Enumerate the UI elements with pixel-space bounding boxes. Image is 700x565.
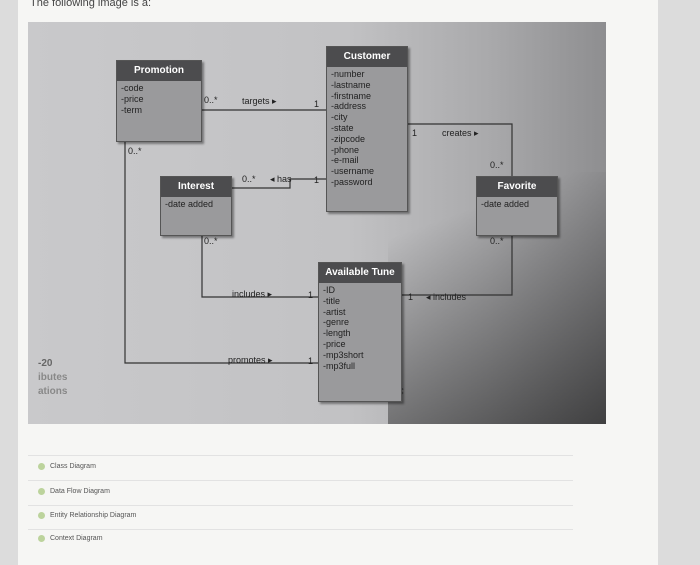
sidebar-text-3: ations	[38, 386, 68, 397]
divider	[28, 505, 573, 506]
includes-interest-line	[201, 234, 318, 298]
includes-interest-source-multiplicity: 0..*	[204, 236, 218, 246]
attribute: -phone	[331, 144, 360, 155]
includes-favorite-label: ◂ includes	[426, 292, 467, 302]
class-promotion-name: Promotion	[117, 61, 201, 81]
class-promotion-attributes: -code -price -term	[117, 81, 201, 117]
targets-label: targets ▸	[242, 96, 277, 106]
option-label-4[interactable]: Context Diagram	[50, 535, 103, 542]
sidebar-text-2: ibutes	[38, 372, 68, 383]
option-radio-3[interactable]	[38, 512, 45, 519]
class-available-tune-attributes: -ID -title -artist -genre -length -price…	[319, 283, 401, 373]
class-favorite-attributes: -date added	[477, 197, 557, 212]
class-available-tune: Available Tune -ID -title -artist -genre…	[318, 262, 402, 402]
promotes-target-multiplicity: 1	[308, 356, 314, 366]
attribute: -state	[331, 122, 354, 133]
class-interest: Interest -date added	[160, 176, 232, 236]
attribute: -lastname	[331, 79, 371, 90]
attribute: -number	[331, 69, 365, 79]
attribute: -city	[331, 112, 348, 123]
includes-favorite-line	[400, 235, 513, 296]
option-radio-1[interactable]	[38, 463, 45, 470]
attribute: -address	[331, 101, 367, 112]
class-favorite-name: Favorite	[477, 177, 557, 197]
has-source-multiplicity: 0..*	[242, 174, 256, 184]
targets-source-multiplicity: 0..*	[204, 95, 218, 105]
class-customer-name: Customer	[327, 47, 407, 67]
diagram-photo: Promotion -code -price -term Customer -n…	[28, 22, 606, 424]
has-label: ◂ has	[270, 174, 292, 184]
attribute: -artist	[323, 306, 346, 317]
attribute: -zipcode	[331, 133, 366, 144]
has-line	[220, 178, 326, 189]
has-target-multiplicity: 1	[314, 175, 320, 185]
class-favorite: Favorite -date added	[476, 176, 558, 236]
attribute: -title	[323, 295, 341, 306]
class-available-tune-name: Available Tune	[319, 263, 401, 283]
attribute: -code	[121, 83, 144, 93]
option-radio-4[interactable]	[38, 535, 45, 542]
attribute: -password	[331, 176, 373, 187]
includes-interest-label: includes ▸	[232, 289, 273, 299]
attribute: -username	[331, 166, 375, 177]
divider	[28, 455, 573, 456]
class-promotion: Promotion -code -price -term	[116, 60, 202, 142]
attribute: -ID	[323, 285, 335, 295]
option-label-3[interactable]: Entity Relationship Diagram	[50, 512, 137, 519]
sidebar-text-1: -20	[38, 358, 53, 369]
class-interest-name: Interest	[161, 177, 231, 197]
creates-line	[408, 123, 513, 176]
promotes-line	[124, 140, 318, 364]
creates-target-multiplicity: 0..*	[490, 160, 504, 170]
attribute: -price	[323, 338, 346, 349]
includes-favorite-target-multiplicity: 1	[408, 292, 414, 302]
attribute: -term	[121, 104, 142, 115]
divider	[28, 480, 573, 481]
question-text: The following image is a:	[30, 0, 152, 9]
includes-interest-target-multiplicity: 1	[308, 290, 314, 300]
attribute: -mp3full	[323, 360, 356, 371]
creates-source-multiplicity: 1	[412, 128, 418, 138]
class-customer-attributes: -number -lastname -firstname -address -c…	[327, 67, 407, 190]
attribute: -price	[121, 93, 144, 104]
attribute: -genre	[323, 317, 350, 328]
attribute: -e-mail	[331, 155, 359, 166]
attribute: -date added	[481, 199, 530, 209]
option-label-2[interactable]: Data Flow Diagram	[50, 488, 110, 495]
creates-label: creates ▸	[442, 128, 479, 138]
attribute: -mp3short	[323, 349, 364, 360]
class-customer: Customer -number -lastname -firstname -a…	[326, 46, 408, 212]
divider	[28, 529, 573, 530]
promotes-source-multiplicity: 0..*	[128, 146, 142, 156]
promotes-label: promotes ▸	[228, 355, 273, 365]
attribute: -firstname	[331, 90, 372, 101]
attribute: -date added	[165, 199, 214, 209]
option-radio-2[interactable]	[38, 488, 45, 495]
attribute: -length	[323, 328, 351, 339]
targets-target-multiplicity: 1	[314, 99, 320, 109]
class-interest-attributes: -date added	[161, 197, 231, 212]
includes-favorite-source-multiplicity: 0..*	[490, 236, 504, 246]
option-label-1[interactable]: Class Diagram	[50, 463, 96, 470]
